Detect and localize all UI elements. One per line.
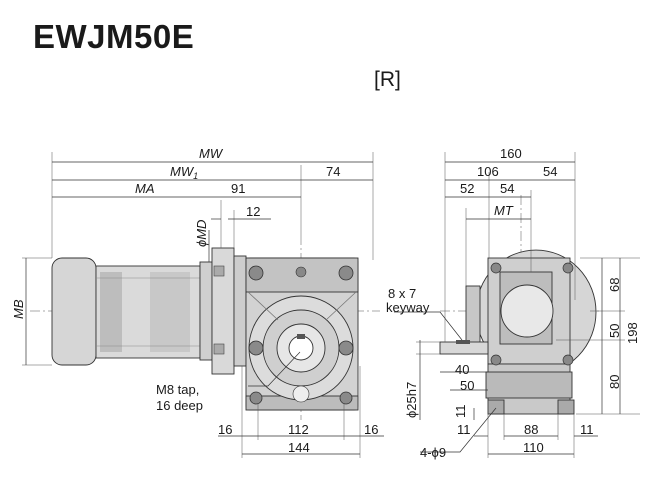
dim-12: 12 xyxy=(246,204,260,219)
dim-md: ϕMD xyxy=(194,220,209,247)
bolt-icon xyxy=(249,391,263,405)
motor-body xyxy=(51,247,247,375)
bolt-icon xyxy=(339,391,353,405)
dim-106: 106 xyxy=(477,164,499,179)
model-title: EWJM50E xyxy=(33,18,195,55)
dim-80: 80 xyxy=(607,375,622,389)
dim-11-c: 11 xyxy=(580,422,594,437)
bolt-icon xyxy=(338,265,354,281)
dim-mt: MT xyxy=(494,203,514,218)
bolt-icon xyxy=(490,262,502,274)
mounting-holes-note: 4-ϕ9 xyxy=(420,445,446,460)
dim-50-right: 50 xyxy=(607,324,622,338)
dim-54-top: 54 xyxy=(543,164,557,179)
dim-11-a: 11 xyxy=(453,405,468,419)
bolt-icon xyxy=(562,354,574,366)
dim-88: 88 xyxy=(524,422,538,437)
gearbox-body xyxy=(245,257,359,411)
dim-112: 112 xyxy=(288,422,309,437)
dim-mw1: MW1 xyxy=(170,164,198,181)
dim-ma: MA xyxy=(135,181,155,196)
dim-52: 52 xyxy=(460,181,474,196)
dim-shaft-diameter: ϕ25h7 xyxy=(404,382,419,418)
tap-note-line-2: 16 deep xyxy=(156,398,203,413)
dim-91: 91 xyxy=(231,181,245,196)
dim-160: 160 xyxy=(500,146,522,161)
dim-50-bottom: 50 xyxy=(460,378,474,393)
bolt-icon xyxy=(338,340,354,356)
dim-11-b: 11 xyxy=(457,422,471,437)
bolt-icon xyxy=(562,262,574,274)
dim-110: 110 xyxy=(523,440,544,455)
dim-mb: MB xyxy=(11,299,26,319)
gearbox-front xyxy=(439,249,597,415)
keyway-note-line-2: keyway xyxy=(386,300,430,315)
dim-144: 144 xyxy=(288,440,310,455)
dim-74: 74 xyxy=(326,164,340,179)
dim-mw: MW xyxy=(199,146,224,161)
dim-198: 198 xyxy=(625,322,640,344)
dim-16-right: 16 xyxy=(364,422,378,437)
front-view: 160 106 54 52 54 MT 68 50 198 80 40 50 ϕ… xyxy=(386,146,640,460)
keyway-note-line-1: 8 x 7 xyxy=(388,286,416,301)
dim-68: 68 xyxy=(607,278,622,292)
variant-label: [R] xyxy=(374,68,401,91)
bolt-icon xyxy=(490,354,502,366)
dim-40: 40 xyxy=(455,362,469,377)
side-view: MW MW1 74 MA 91 12 MB ϕMD 16 112 16 144 … xyxy=(11,146,384,458)
dim-16-left: 16 xyxy=(218,422,232,437)
dim-54-mid: 54 xyxy=(500,181,514,196)
bolt-icon xyxy=(248,265,264,281)
tap-note-line-1: M8 tap, xyxy=(156,382,199,397)
bolt-icon xyxy=(248,340,264,356)
